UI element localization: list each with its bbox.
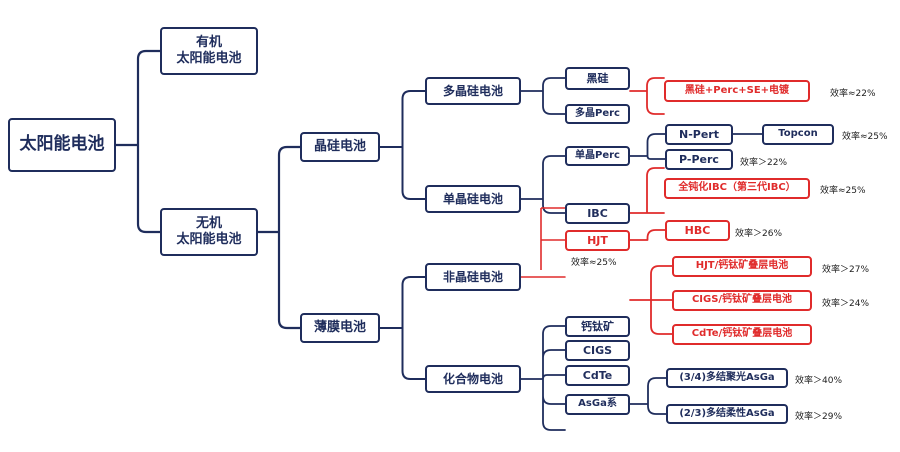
node-asga-2-3-flexible: (2/3)多结柔性AsGa — [666, 404, 788, 424]
node-hjt: HJT — [565, 230, 630, 251]
brace-thin-film — [379, 276, 426, 380]
node-amorphous-si: 非晶硅电池 — [425, 263, 521, 291]
brace-asga — [629, 377, 667, 415]
node-asga: AsGa系 — [565, 394, 630, 415]
brace-mono-perc — [629, 133, 666, 160]
efficiency-label-black-si-combo: 效率≈22% — [830, 89, 876, 99]
node-poly-perc: 多晶Perc — [565, 104, 630, 124]
node-black-si-perc-se-plating: 黑硅+Perc+SE+电镀 — [664, 80, 810, 102]
brace-red-hbc — [629, 229, 666, 241]
node-compound: 化合物电池 — [425, 365, 521, 393]
efficiency-label-cigs-perovskite: 效率＞24% — [822, 299, 870, 309]
brace-crystalline — [379, 90, 426, 200]
node-thin-film: 薄膜电池 — [300, 313, 380, 343]
node-organic-solar-cell: 有机 太阳能电池 — [160, 27, 258, 75]
brace-red-black-si — [629, 77, 665, 115]
node-monocrystalline-si: 单晶硅电池 — [425, 185, 521, 213]
node-hjt-perovskite-tandem: HJT/钙钛矿叠层电池 — [672, 256, 812, 277]
brace-inorganic — [256, 145, 302, 330]
efficiency-label-topcon: 效率≈25% — [842, 132, 888, 142]
efficiency-label-hbc: 效率＞26% — [735, 229, 783, 239]
node-full-passivation-ibc: 全钝化IBC（第三代IBC） — [664, 178, 810, 199]
brace-poly-si — [520, 77, 566, 115]
brace-red-tandem — [629, 265, 673, 335]
brace-root — [114, 49, 162, 234]
efficiency-label-asga-2-3: 效率＞29% — [795, 412, 843, 422]
node-n-pert: N-Pert — [665, 124, 733, 145]
brace-compound — [520, 325, 566, 431]
efficiency-label-asga-3-4: 效率＞40% — [795, 376, 843, 386]
node-cdte: CdTe — [565, 365, 630, 386]
efficiency-label-full-ibc: 效率≈25% — [820, 186, 866, 196]
brace-red-ibc — [629, 167, 665, 214]
node-inorganic-solar-cell: 无机 太阳能电池 — [160, 208, 258, 256]
node-cigs: CIGS — [565, 340, 630, 361]
node-solar-cell: 太阳能电池 — [8, 118, 116, 172]
node-mono-perc: 单晶Perc — [565, 146, 630, 166]
node-cigs-perovskite-tandem: CIGS/钙钛矿叠层电池 — [672, 290, 812, 311]
node-perovskite: 钙钛矿 — [565, 316, 630, 337]
node-hbc: HBC — [665, 220, 730, 241]
efficiency-label-hjt: 效率≈25% — [571, 258, 617, 268]
node-asga-3-4-concentrator: (3/4)多结聚光AsGa — [666, 368, 788, 388]
node-polycrystalline-si: 多晶硅电池 — [425, 77, 521, 105]
efficiency-label-p-perc: 效率＞22% — [740, 158, 788, 168]
node-ibc: IBC — [565, 203, 630, 224]
node-crystalline-silicon: 晶硅电池 — [300, 132, 380, 162]
node-topcon: Topcon — [762, 124, 834, 145]
node-cdte-perovskite-tandem: CdTe/钙钛矿叠层电池 — [672, 324, 812, 345]
efficiency-label-hjt-perovskite: 效率＞27% — [822, 265, 870, 275]
node-black-silicon: 黑硅 — [565, 67, 630, 90]
brace-mono-si — [520, 155, 566, 214]
node-p-perc: P-Perc — [665, 149, 733, 170]
